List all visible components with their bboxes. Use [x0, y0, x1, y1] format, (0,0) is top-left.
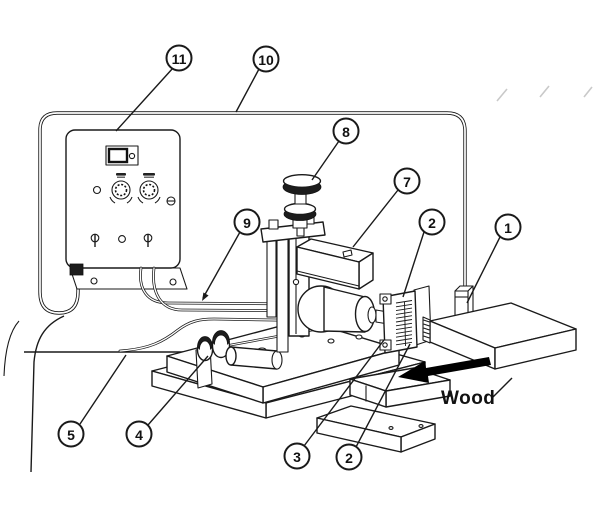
leader-lines [79, 67, 513, 448]
cable-gland [69, 263, 84, 276]
feed-direction-arrow [398, 357, 491, 383]
callout-2-lower: 2 [335, 443, 363, 471]
callout-5: 5 [57, 420, 85, 448]
sensor-cable-loop [38, 111, 467, 315]
svg-text:5: 5 [67, 427, 75, 443]
leader-7 [352, 189, 399, 248]
adjustment-knob[interactable] [282, 173, 322, 237]
wood-label: Wood [441, 388, 495, 409]
knob-label-mark [144, 176, 154, 178]
svg-text:4: 4 [135, 427, 143, 443]
adjust-knob-right[interactable] [137, 173, 161, 204]
callout-3: 3 [283, 442, 311, 470]
callout-1: 1 [494, 213, 522, 241]
knob-label-mark [143, 173, 155, 176]
leader-1 [466, 236, 501, 304]
leader-2a [402, 231, 425, 298]
scan-marks [496, 85, 593, 102]
side-screw [166, 196, 176, 206]
callout-2-upper: 2 [418, 208, 446, 236]
leader-11 [115, 67, 174, 132]
wood-block [422, 302, 577, 370]
svg-text:9: 9 [243, 215, 251, 231]
svg-text:7: 7 [403, 174, 411, 190]
svg-text:1: 1 [504, 220, 512, 236]
callout-9: 9 [233, 208, 261, 236]
panel-hole [118, 235, 126, 243]
panel-screw [169, 278, 177, 286]
knob-label-mark [116, 173, 126, 176]
leader-10 [235, 68, 260, 113]
leader-5 [79, 354, 127, 425]
tooth-grid [395, 300, 413, 347]
bench-edge [3, 315, 209, 473]
svg-text:3: 3 [293, 449, 301, 465]
panel-bottom-skirt [69, 267, 188, 290]
leader-2b [355, 343, 411, 448]
svg-text:8: 8 [342, 124, 350, 140]
knob-label-mark [117, 176, 125, 178]
leader-4 [147, 355, 209, 426]
callout-11: 11 [165, 44, 193, 72]
leader-9 [202, 231, 241, 301]
adjust-knob-left[interactable] [109, 173, 133, 204]
power-rocker-switch[interactable] [105, 145, 139, 166]
indicator-led [92, 185, 102, 195]
keyhole-screw [143, 233, 153, 247]
machine-base [151, 319, 451, 453]
panel-screw [90, 277, 98, 285]
motor [297, 285, 389, 333]
base-foot [316, 405, 436, 453]
svg-text:2: 2 [428, 215, 436, 231]
leader-3 [303, 339, 385, 447]
callout-7: 7 [393, 167, 421, 195]
gear-housing [296, 238, 374, 290]
keyhole-screw [90, 233, 100, 247]
leader-8 [311, 140, 340, 181]
callout-10: 10 [252, 45, 280, 73]
leader-wood [492, 377, 513, 398]
callouts: 11 10 8 7 9 2 1 5 [57, 44, 522, 471]
callout-4: 4 [125, 420, 153, 448]
svg-text:10: 10 [258, 52, 274, 68]
control-panel [65, 129, 188, 290]
housing-tab [342, 249, 353, 258]
svg-text:2: 2 [345, 450, 353, 466]
end-grain-hatch [422, 316, 431, 344]
callout-8: 8 [332, 117, 360, 145]
svg-text:11: 11 [172, 51, 187, 67]
